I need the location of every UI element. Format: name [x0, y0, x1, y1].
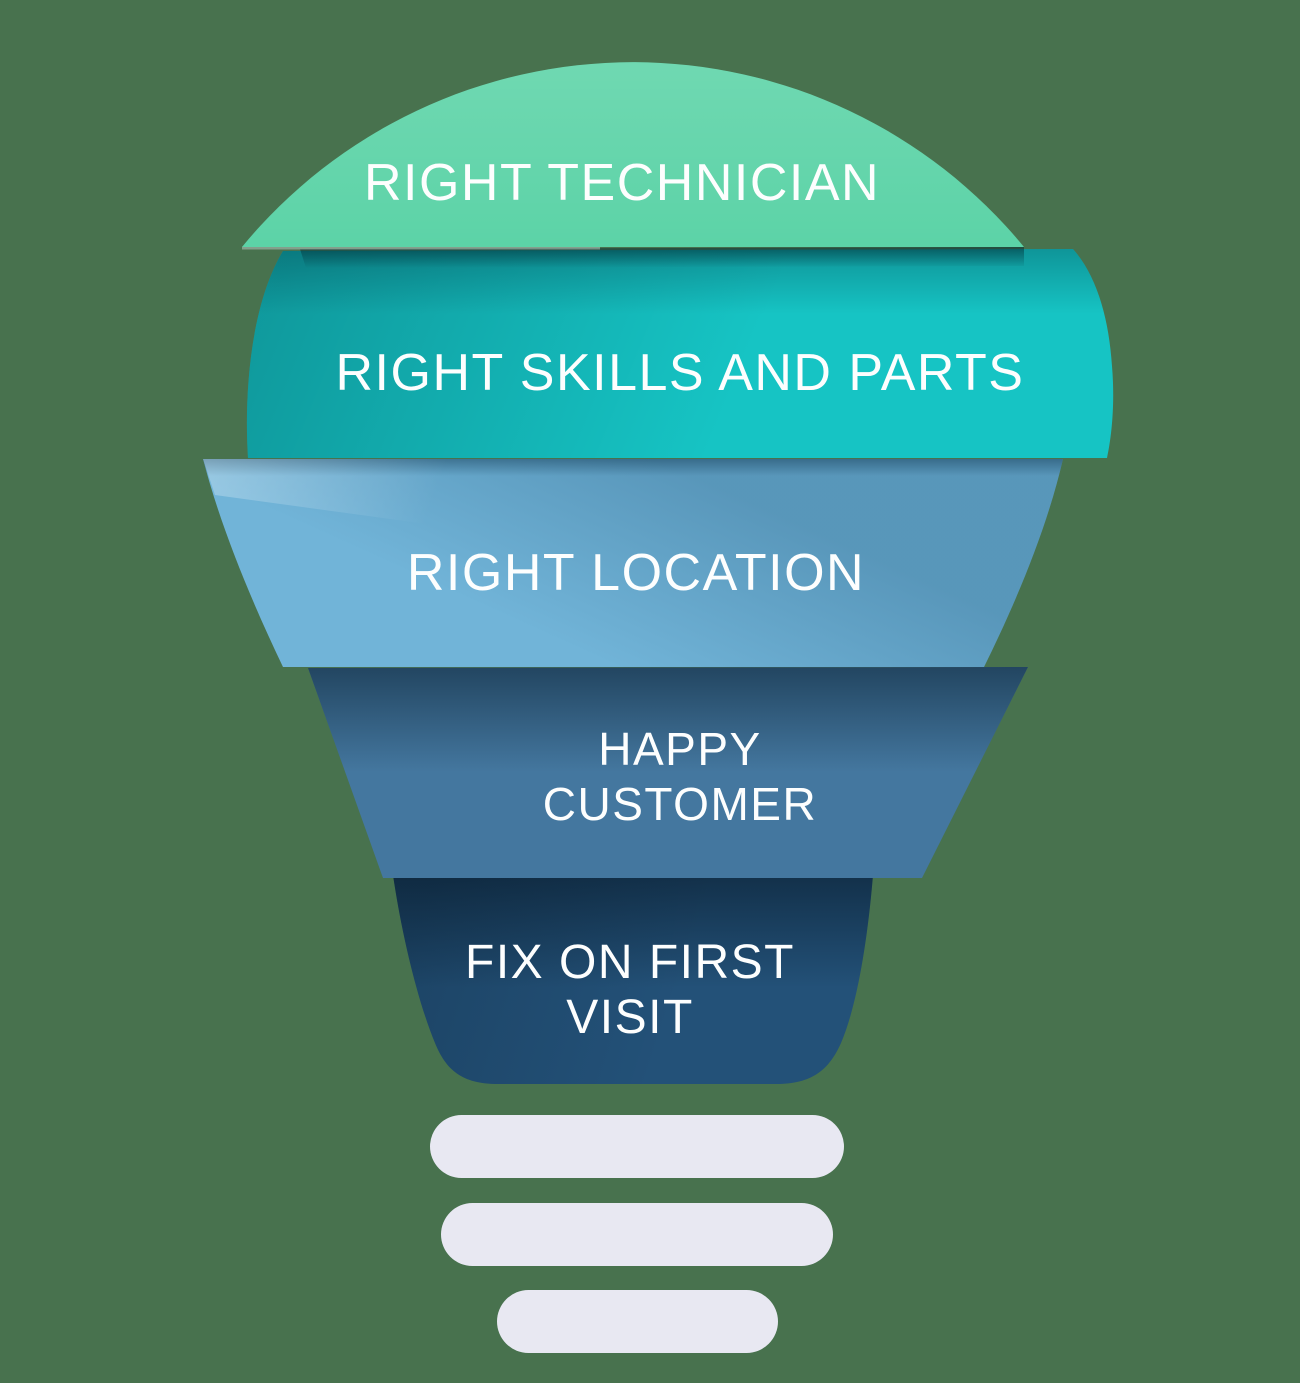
segment-fix-on-first-visit: FIX ON FIRST VISIT: [393, 875, 873, 1084]
segment-right-skills-and-parts-top-shadow: [246, 249, 1114, 458]
segment-happy-customer-top-shadow: [308, 667, 1028, 878]
segment-happy-customer: HAPPY CUSTOMER: [308, 667, 1028, 878]
segment-right-technician-label-line-1: RIGHT TECHNICIAN: [364, 154, 880, 212]
segment-right-location: RIGHT LOCATION: [203, 459, 1063, 667]
segment-right-location-fold-highlight: [203, 459, 560, 530]
segment-right-technician-cast-shadow: [300, 247, 1024, 268]
segment-right-technician: RIGHT TECHNICIAN: [242, 62, 1024, 248]
segment-happy-customer-label-line-2: CUSTOMER: [543, 778, 817, 830]
segment-happy-customer-label-line-1: HAPPY: [598, 723, 761, 775]
segment-right-skills-and-parts: RIGHT SKILLS AND PARTS: [246, 249, 1114, 458]
segment-fix-on-first-visit-label-line-2: VISIT: [566, 991, 694, 1044]
bulb-base-bar-2: [441, 1203, 833, 1266]
bulb-base-bar-3: [497, 1290, 778, 1353]
segment-fix-on-first-visit-fold-shade: [393, 875, 873, 1084]
bulb-base: [430, 1115, 844, 1353]
bulb-base-bar-1: [430, 1115, 844, 1178]
segment-right-skills-and-parts-label-line-1: RIGHT SKILLS AND PARTS: [336, 344, 1025, 402]
segment-right-location-label-line-1: RIGHT LOCATION: [407, 544, 865, 602]
segment-right-technician-top-highlight: [242, 62, 1024, 248]
segment-fix-on-first-visit-label-line-1: FIX ON FIRST: [465, 936, 795, 989]
